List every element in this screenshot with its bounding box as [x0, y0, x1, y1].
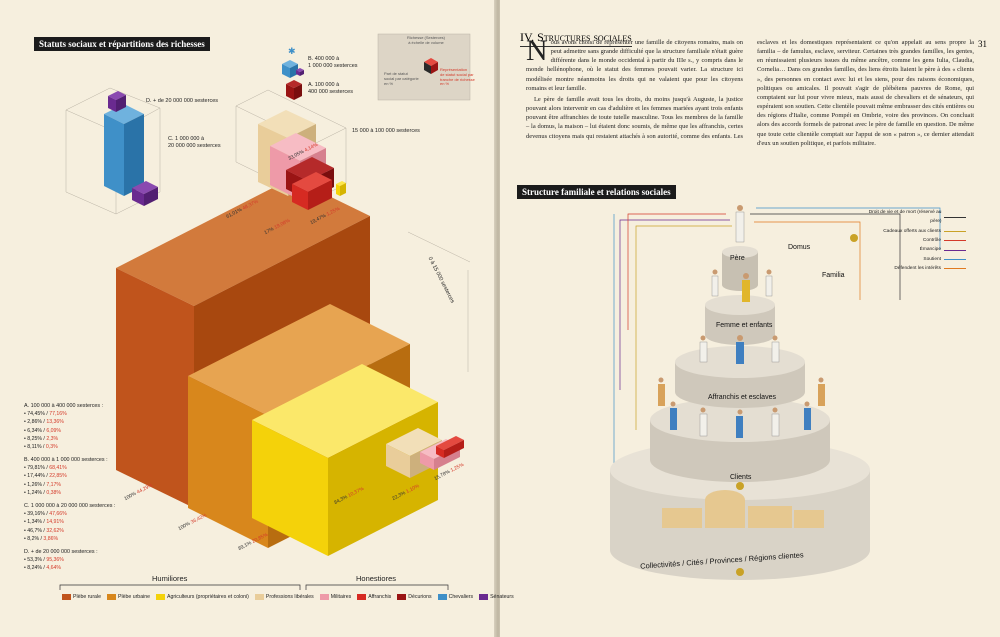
legend-item: Cadeaux offerts aux clients: [858, 227, 966, 236]
coin-icon: [850, 234, 858, 242]
book-gutter: [494, 0, 502, 637]
figure-freedman: [699, 335, 708, 363]
figure-client: [736, 409, 743, 438]
coin-icon: [736, 568, 744, 576]
swatch: [944, 216, 966, 218]
label-wealth-a: A. 100 000 à 400 000 sesterces: [308, 82, 353, 95]
stat-block-c: C. 1 000 000 à 20 000 000 sesterces : • …: [24, 503, 116, 542]
swatch: [944, 258, 966, 260]
legend-item: Défendent les intérêts: [858, 264, 966, 273]
paragraph: Le père de famille avait tous les droits…: [526, 39, 974, 147]
wealth-3d-diagram: ✱: [65, 33, 471, 556]
page-number: 31: [978, 39, 987, 49]
rank-honestiores: Honestiores: [356, 574, 397, 583]
figure-client: [670, 401, 677, 430]
legend-item: Droit de vie et de mort (réservé au père…: [858, 208, 966, 227]
stat-block-b: B. 400 000 à 1 000 000 sesterces : • 79,…: [24, 457, 108, 496]
rank-humiliores: Humiliores: [152, 574, 188, 583]
swatch: [62, 594, 71, 600]
swatch: [479, 594, 489, 600]
stat-block-d: D. + de 20 000 000 sesterces : • 53,3% /…: [24, 549, 98, 572]
star-icon: ✱: [288, 46, 296, 56]
figure-slave: [736, 335, 744, 364]
swatch: [944, 230, 966, 232]
tier-label-affranchis: Affranchis et esclaves: [708, 394, 776, 401]
label-domus: Domus: [788, 244, 811, 251]
figure-client: [699, 407, 708, 437]
chapter-title: IV. Structures sociales: [520, 30, 632, 47]
figure-freedman: [771, 335, 780, 363]
relation-lines: [613, 207, 941, 470]
label-wealth-c: C. 1 000 000 à 20 000 000 sesterces: [168, 136, 221, 149]
legend-item: Plèbe rurale: [62, 594, 101, 600]
swatch: [944, 240, 966, 242]
swatch: [944, 249, 966, 251]
diagram-title: Structure familiale et relations sociale…: [517, 185, 676, 199]
tier-label-femme: Femme et enfants: [716, 322, 773, 329]
legend-item: Contrôle: [858, 236, 966, 245]
paragraph: ous avons choisi de représenter une fami…: [526, 39, 743, 92]
label-wealth-b: B. 400 000 à 1 000 000 sesterces: [308, 56, 358, 69]
swatch: [357, 594, 367, 600]
swatch: [106, 594, 116, 600]
key-cube-icon: [424, 58, 438, 74]
right-legend: Droit de vie et de mort (réservé au père…: [858, 208, 966, 273]
figure-child: [765, 269, 773, 297]
legend-item: Chevaliers: [437, 594, 473, 600]
left-legend: Plèbe rurale Plèbe urbaine Agriculteurs …: [62, 594, 514, 600]
swatch: [156, 594, 165, 600]
legend-item: Professions libérales: [254, 594, 314, 600]
figure-femme: [742, 273, 750, 302]
figure-pere: [735, 205, 745, 243]
rank-brackets: [59, 584, 449, 590]
tier-label-clients: Clients: [730, 474, 752, 481]
swatch: [254, 594, 264, 600]
swatch: [437, 594, 447, 600]
dropcap: N: [526, 34, 548, 67]
key-box-title: Richesse (Sesterces) à échelle de volume: [406, 35, 445, 45]
label-familia: Familia: [822, 272, 845, 279]
block-affranchis-small: [436, 436, 464, 458]
figure-client: [771, 407, 780, 437]
label-wealth-d: D. + de 20 000 000 sesterces: [146, 98, 219, 104]
legend-item: Militaires: [319, 594, 351, 600]
legend-item: Affranchis: [357, 594, 391, 600]
figure-child: [711, 269, 719, 297]
tier-label-pere: Père: [730, 255, 745, 262]
label-wealth-e: 15 000 à 100 000 sesterces: [352, 128, 420, 134]
legend-item: Plèbe urbaine: [106, 594, 150, 600]
stat-block-a: A. 100 000 à 400 000 sesterces : • 74,45…: [24, 403, 104, 450]
legend-item: Agriculteurs (propriétaires et coloni): [156, 594, 249, 600]
legend-item: Émancipe: [858, 245, 966, 254]
figure-client: [804, 401, 811, 430]
legend-item: Sénateurs: [479, 594, 514, 600]
key-box-left: Part de statut social par catégorie en %: [384, 71, 419, 86]
section-title: Statuts sociaux et répartitions des rich…: [34, 37, 210, 51]
block-tiny-cubes: [282, 60, 304, 100]
figure-soldier: [818, 377, 825, 406]
figure-soldier: [658, 377, 665, 406]
key-box-right: Représentation de statut social par tran…: [440, 67, 475, 87]
block-senateurs: [108, 91, 158, 206]
legend-item: Soutient: [858, 255, 966, 264]
legend-item: Décurions: [397, 594, 432, 600]
swatch: [319, 594, 329, 600]
coin-icon: [736, 482, 744, 490]
family-tower-diagram: [610, 205, 941, 580]
swatch: [397, 594, 407, 600]
city-buildings: [662, 490, 824, 528]
block-affranchis-upper: [292, 172, 346, 210]
swatch: [944, 268, 966, 270]
